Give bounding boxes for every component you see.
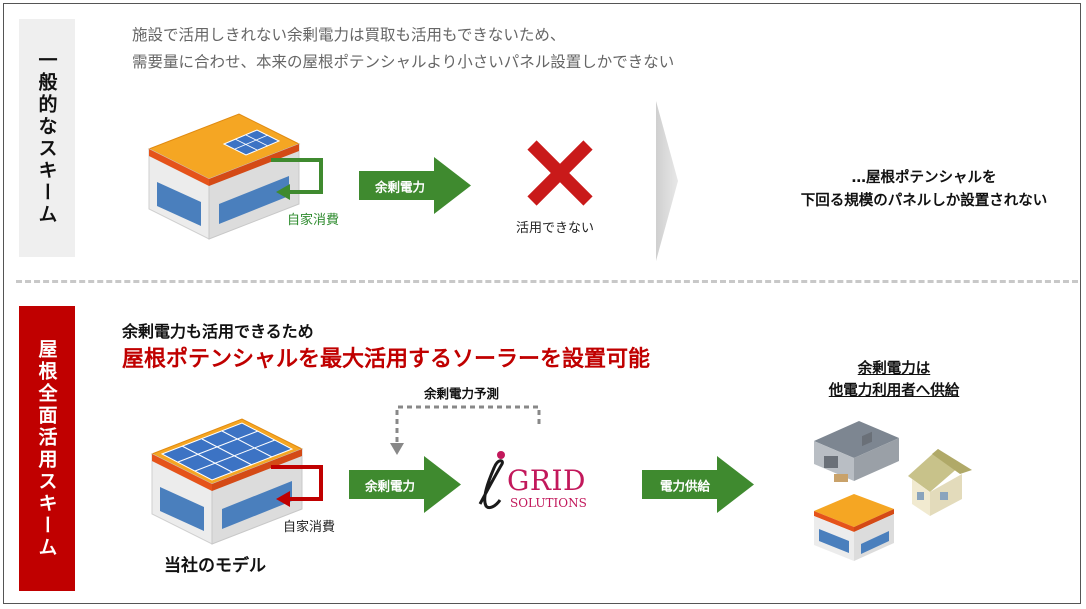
supply-title-line2: 他電力利用者へ供給 [828, 383, 960, 399]
top-result-line2: 下回る規模のパネルしか設置されない [800, 193, 1048, 209]
general-scheme-label: 一般的なスキーム [19, 19, 75, 257]
top-description-line1: 施設で活用しきれない余剰電力は買取も活用もできないため、 [132, 26, 566, 44]
bottom-headline-2: 屋根ポテンシャルを最大活用するソーラーを設置可能 [122, 347, 651, 372]
green-arrow-icon [349, 456, 461, 513]
surplus-arrow-top: 余剰電力 [359, 157, 471, 214]
general-scheme-label-text: 一般的なスキーム [35, 50, 58, 226]
diagram-frame: 一般的なスキーム 施設で活用しきれない余剰電力は買取も活用もできないため、 需要… [3, 3, 1081, 604]
bottom-headline-1: 余剰電力も活用できるため [122, 322, 314, 341]
surplus-arrow-top-label: 余剰電力 [375, 179, 426, 194]
surplus-arrow-bottom: 余剰電力 [349, 456, 461, 513]
top-description: 施設で活用しきれない余剰電力は買取も活用もできないため、 需要量に合わせ、本来の… [132, 22, 674, 76]
logo-mark-icon [478, 451, 505, 510]
cross-mark-icon [527, 140, 593, 206]
house-icon [908, 449, 972, 516]
forecast-dashed-arrow [390, 405, 541, 455]
surplus-forecast-label: 余剰電力予測 [424, 386, 500, 401]
surplus-arrow-bottom-label: 余剰電力 [365, 478, 416, 493]
top-result-text: …屋根ポテンシャルを 下回る規模のパネルしか設置されない [774, 167, 1074, 213]
section-divider [16, 280, 1078, 283]
logo-main-text: GRID [507, 464, 586, 497]
green-arrow-icon [642, 456, 754, 513]
top-result-line1: …屋根ポテンシャルを [851, 170, 997, 186]
full-solar-panel-icon [160, 422, 294, 481]
building-small-panel-icon [147, 113, 301, 240]
chevron-right-icon [656, 101, 678, 261]
supply-title: 余剰電力は 他電力利用者へ供給 [774, 358, 1014, 402]
full-roof-scheme-label-text: 屋根全面活用スキーム [35, 338, 58, 559]
logo-sub-text: SOLUTIONS [510, 496, 587, 510]
self-consumption-label-bottom: 自家消費 [283, 520, 336, 535]
factory-warehouse-icon [814, 421, 899, 482]
self-consumption-label-top: 自家消費 [287, 213, 340, 228]
our-model-caption: 当社のモデル [164, 556, 266, 576]
self-consumption-loop-green-icon [271, 158, 323, 200]
top-description-line2: 需要量に合わせ、本来の屋根ポテンシャルより小さいパネル設置しかできない [132, 53, 675, 71]
green-arrow-icon [359, 157, 471, 214]
small-solar-panel-icon [222, 129, 281, 156]
power-supply-arrow-label: 電力供給 [660, 478, 711, 493]
self-consumption-loop-red-icon [271, 465, 323, 507]
cannot-use-label: 活用できない [516, 221, 595, 236]
building-full-panel-icon [150, 418, 304, 545]
supply-title-line1: 余剰電力は [857, 361, 931, 377]
shop-building-icon [814, 494, 894, 561]
full-roof-scheme-label: 屋根全面活用スキーム [19, 306, 75, 591]
power-supply-arrow: 電力供給 [642, 456, 754, 513]
igrid-logo: GRID SOLUTIONS [474, 444, 604, 514]
